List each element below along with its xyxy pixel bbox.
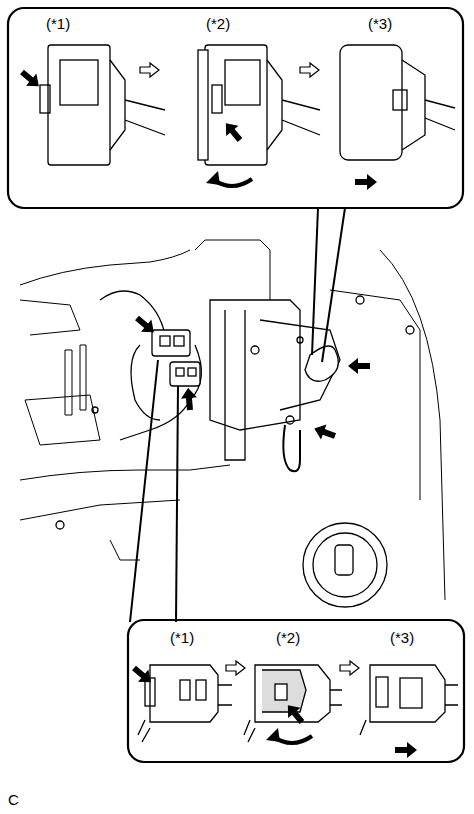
step-label: (*1) [170, 630, 194, 645]
step-label: (*1) [46, 16, 70, 31]
step-label: (*3) [368, 16, 392, 31]
step-label: (*2) [276, 630, 300, 645]
figure-code: C [8, 792, 19, 807]
step-label: (*3) [390, 630, 414, 645]
step-label: (*2) [206, 16, 230, 31]
